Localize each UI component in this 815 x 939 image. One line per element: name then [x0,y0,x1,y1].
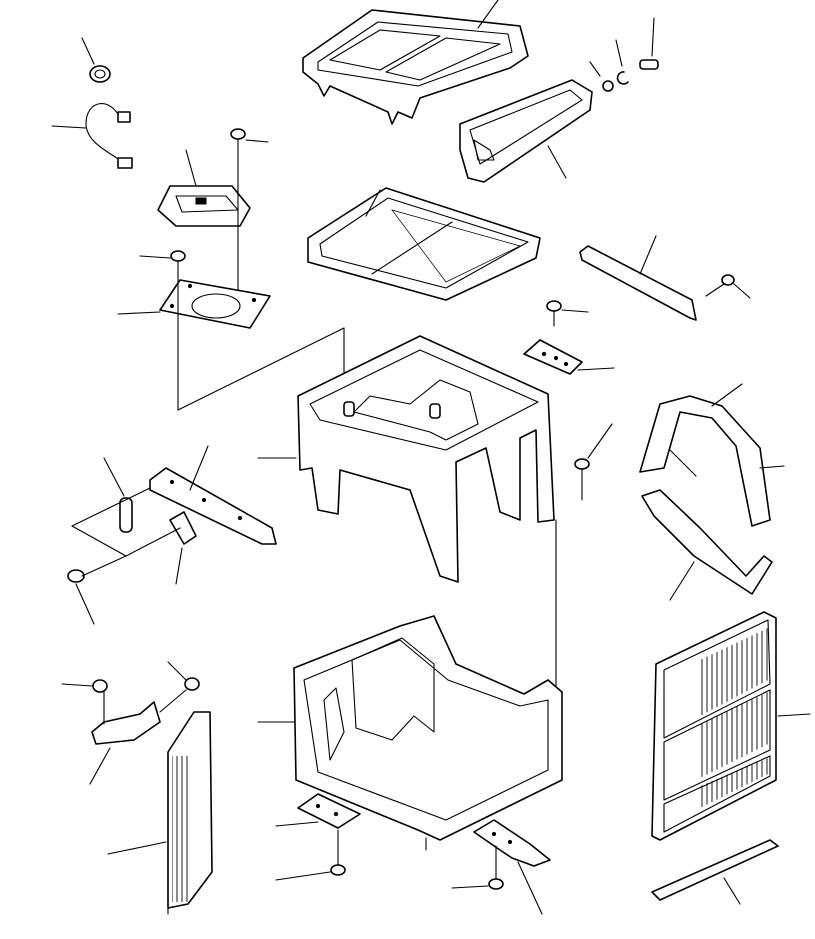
bolt-washer-set [589,17,659,92]
mounting-screw [230,128,269,311]
mounting-bracket-left [67,445,277,625]
clip-bracket-left [61,661,200,785]
side-rail-bracket [459,79,593,183]
foot-plate-left [275,793,361,881]
upper-housing [257,335,557,701]
support-strap-lower [641,489,773,601]
foot-plate-right [451,819,551,915]
heater-core [107,711,213,915]
reference-lines [177,327,345,411]
small-bracket-plate [523,300,615,375]
flat-strip [579,235,751,321]
screw-upper-left [139,250,186,411]
blower-motor-unit [157,149,251,227]
housing-screw [574,423,613,501]
evaporator-core [651,611,811,841]
lower-housing [257,615,563,841]
base-strip [651,839,779,905]
gasket-plate [117,279,271,329]
support-strap-upper [639,383,785,527]
top-cover-frame [302,0,529,125]
wire-harness [51,103,133,169]
air-filter-panel [307,187,541,301]
grommet [81,37,111,83]
